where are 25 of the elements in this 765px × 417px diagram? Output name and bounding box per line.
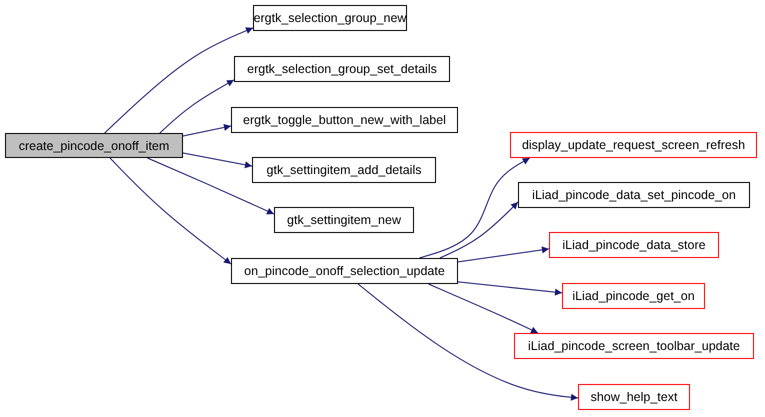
arrow	[358, 284, 578, 401]
function-box: iLiad_pincode_data_store	[549, 232, 719, 258]
arrow	[110, 158, 232, 264]
function-box: ergtk_selection_group_set_details	[234, 56, 450, 82]
function-box: on_pincode_onoff_selection_update	[231, 258, 458, 284]
arrow	[159, 79, 234, 134]
function-box: show_help_text	[578, 384, 690, 410]
arrow	[104, 27, 254, 134]
arrow	[418, 158, 530, 258]
arrow	[458, 281, 562, 296]
function-box: gtk_settingitem_new	[274, 207, 414, 233]
arrow	[458, 246, 550, 262]
function-box: create_pincode_onoff_item	[5, 133, 183, 158]
function-box: display_update_request_screen_refresh	[510, 132, 757, 158]
function-box: ergtk_selection_group_new	[253, 5, 407, 31]
arrow	[439, 202, 518, 258]
function-box: iLiad_pincode_data_set_pincode_on	[518, 182, 750, 208]
function-box: iLiad_pincode_get_on	[562, 283, 705, 309]
function-box: iLiad_pincode_screen_toolbar_update	[514, 333, 754, 359]
arrow	[182, 124, 232, 136]
arrow	[146, 158, 274, 215]
function-box: gtk_settingitem_add_details	[252, 157, 436, 183]
function-box: ergtk_toggle_button_new_with_label	[231, 107, 458, 133]
arrow	[182, 152, 252, 168]
arrow	[428, 284, 538, 334]
